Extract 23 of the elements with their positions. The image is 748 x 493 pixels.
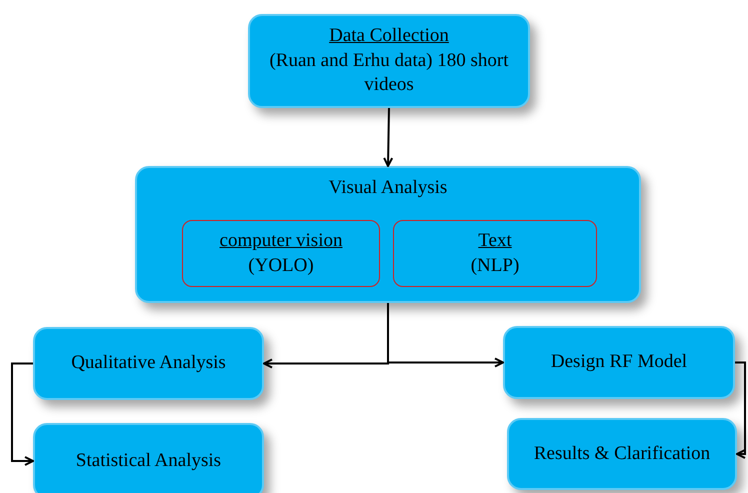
arrow (387, 303, 504, 368)
box-heading: Text (477, 228, 513, 253)
group-box (135, 166, 641, 303)
box-heading: computer vision (218, 228, 344, 253)
process-box (507, 418, 737, 490)
box-label: Results & Clarification (532, 442, 712, 466)
process-box (503, 326, 735, 399)
box-heading: Data Collection (328, 24, 450, 48)
box-label: (YOLO) (247, 254, 315, 278)
box-label: (Ruan and Erhu data) 180 short videos (268, 48, 510, 98)
arrow (735, 362, 746, 459)
arrow (11, 362, 34, 466)
process-box (33, 327, 264, 400)
process-box (393, 220, 597, 287)
box-label: Design RF Model (550, 350, 688, 374)
process-box (248, 14, 530, 108)
arrow (383, 108, 394, 167)
process-box (182, 220, 380, 287)
box-label: Statistical Analysis (74, 448, 222, 473)
box-label: Qualitative Analysis (70, 351, 227, 376)
box-label: (NLP) (470, 254, 520, 278)
box-label: Visual Analysis (328, 176, 448, 200)
process-box (33, 423, 264, 493)
